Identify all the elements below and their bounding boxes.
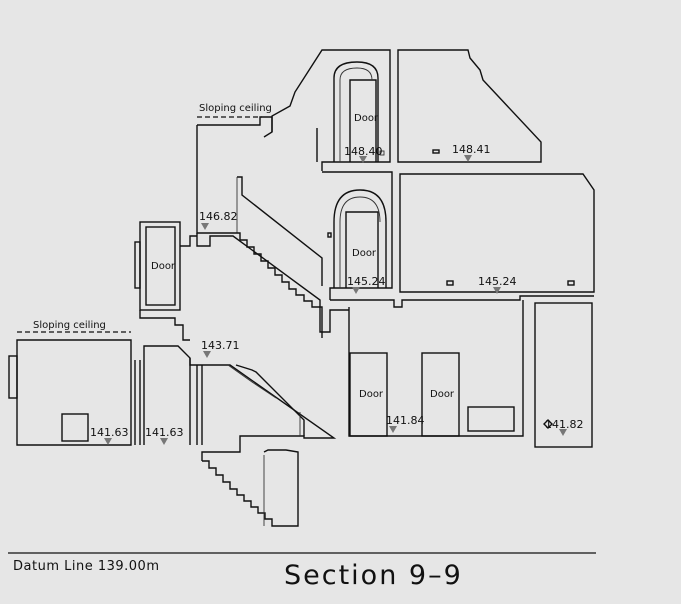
level-marker-icon	[203, 351, 211, 358]
lower-left-room	[8, 331, 191, 446]
sloping-ceiling-upper-label: Sloping ceiling	[199, 103, 272, 114]
door-middle-label: Door	[352, 248, 377, 259]
upper-stair-tower	[196, 49, 391, 338]
level-143-71: 143.71	[201, 339, 240, 352]
level-marker-icon	[359, 156, 367, 163]
door-left: Door	[134, 221, 197, 341]
level-marker-icon	[464, 155, 472, 162]
level-141-63-a: 141.63	[90, 426, 129, 439]
level-146-82: 146.82	[199, 210, 238, 223]
door-left-label: Door	[151, 261, 176, 272]
lower-right-rooms: Door Door	[348, 300, 593, 448]
level-145-24-a: 145.24	[347, 275, 386, 288]
door-lower-1-label: Door	[359, 389, 384, 400]
level-148-41: 148.41	[452, 143, 491, 156]
level-141-82: 141.82	[545, 418, 584, 431]
section-title: Section 9–9	[284, 560, 463, 591]
level-marker-icon	[389, 426, 397, 433]
door-upper: Door	[333, 61, 385, 162]
level-148-40: 148.40	[344, 145, 383, 158]
door-lower-2-label: Door	[430, 389, 455, 400]
level-141-84: 141.84	[386, 414, 425, 427]
lower-stair	[189, 358, 337, 527]
level-marker-icon	[493, 287, 501, 294]
datum-label: Datum Line 139.00m	[13, 559, 159, 574]
level-marker-icon	[160, 438, 168, 445]
level-marker-icon	[201, 223, 209, 230]
level-marker-icon	[104, 438, 112, 445]
level-145-24-b: 145.24	[478, 275, 517, 288]
level-marker-icon	[559, 429, 567, 436]
level-marker-icon	[352, 287, 360, 294]
middle-level: Door	[322, 171, 595, 308]
room-upper-right	[397, 49, 542, 163]
level-141-63-b: 141.63	[145, 426, 184, 439]
sloping-ceiling-lower-label: Sloping ceiling	[33, 320, 106, 331]
level-markers: 148.40 148.41 146.82 145.24 145.24 143.7…	[90, 143, 584, 445]
door-upper-label: Door	[354, 113, 379, 124]
